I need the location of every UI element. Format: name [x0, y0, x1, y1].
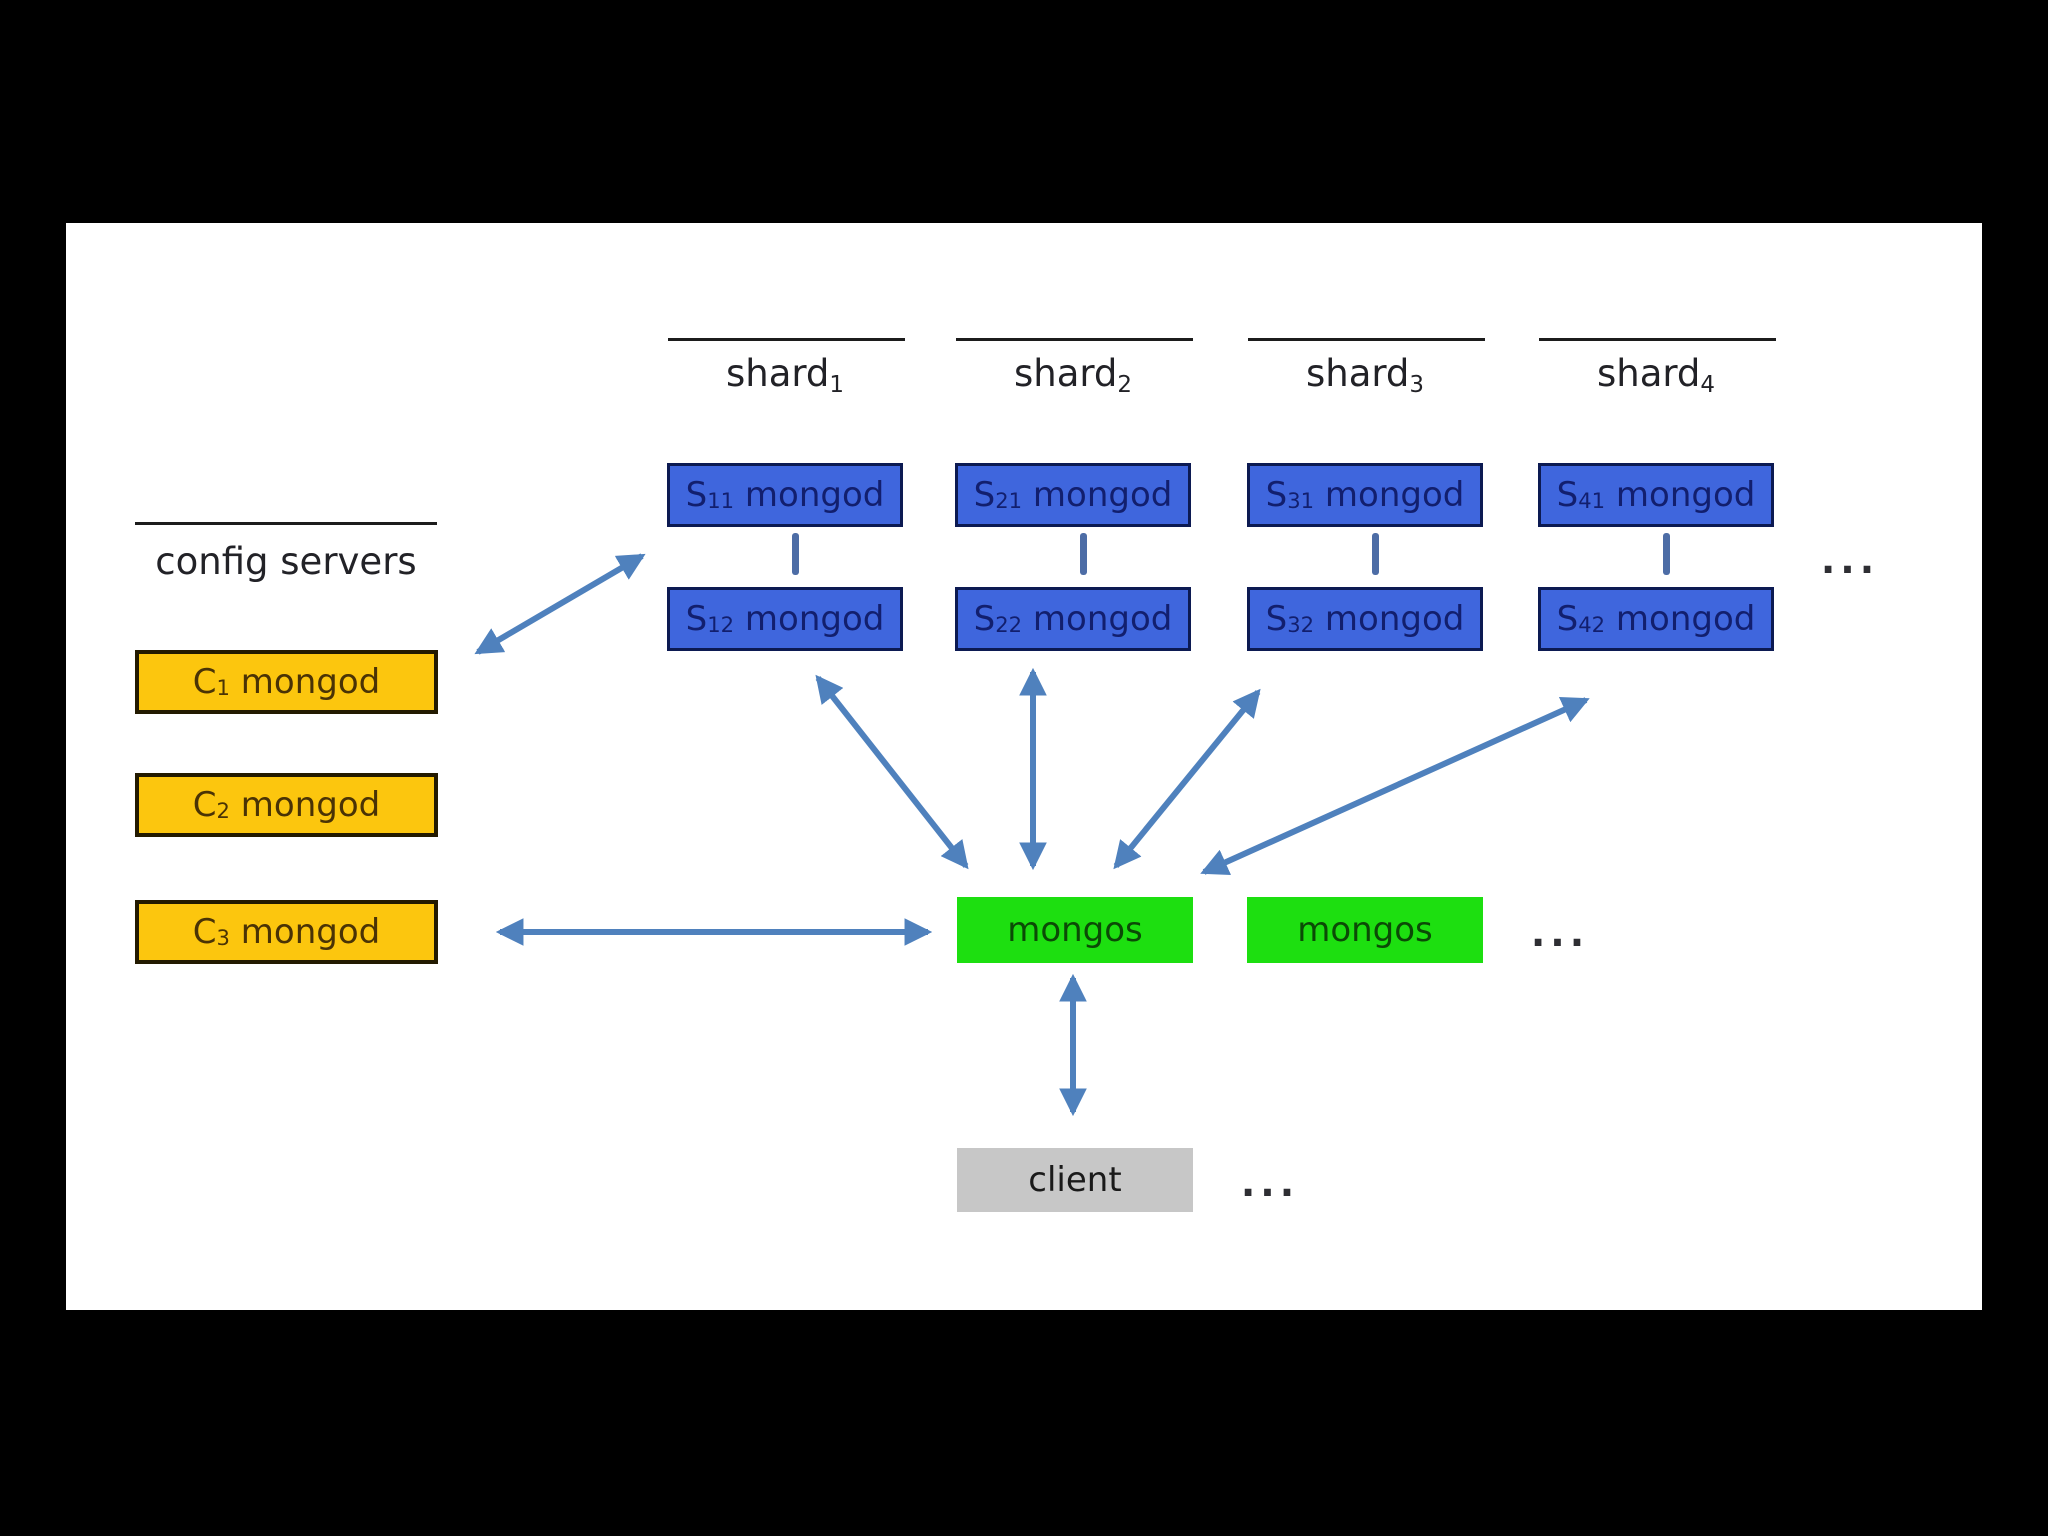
node-label-rest-wrap: mongod: [1314, 475, 1464, 515]
node-label-base: S: [685, 599, 708, 639]
node-label-rest: mongod: [1615, 475, 1756, 515]
node-label-base: C: [192, 785, 217, 825]
node-label-rest: mongod: [240, 662, 381, 702]
node-label-rest-wrap: mongod: [1022, 599, 1172, 639]
shard3-replica-connector: [1372, 533, 1379, 575]
node-label-base: S: [1265, 599, 1288, 639]
node-label-rest: mongod: [1615, 599, 1756, 639]
shard4-replica-connector: [1663, 533, 1670, 575]
node-label-rest: mongod: [240, 912, 381, 952]
ellipsis-shards-more: ...: [1820, 538, 1880, 582]
node-label-base: S: [973, 475, 996, 515]
node-label-rest-wrap: mongod: [1314, 599, 1464, 639]
ellipsis-routers-more: ...: [1530, 911, 1590, 955]
node-label-rest-wrap: mongod: [1605, 475, 1755, 515]
node-label-rest-wrap: mongod: [1605, 599, 1755, 639]
shard-title-base: shard: [725, 352, 830, 395]
shard-title-sub: 3: [1409, 372, 1425, 399]
node-label-base: C: [192, 662, 217, 702]
node-label-rest: mongod: [240, 785, 381, 825]
shard-column-title-shard2: shard2: [955, 352, 1191, 399]
shard1-replica-connector: [792, 533, 799, 575]
node-label-rest: mongod: [1032, 599, 1173, 639]
shard1-overline: [668, 338, 905, 341]
shard-column-title-shard1: shard1: [667, 352, 903, 399]
node-label-base: S: [685, 475, 708, 515]
config-servers-overline: [135, 522, 437, 525]
shard-column-title-shard4: shard4: [1538, 352, 1774, 399]
node-label-rest-wrap: mongod: [230, 662, 380, 702]
node-label-base: S: [1265, 475, 1288, 515]
node-label-rest: mongod: [744, 599, 885, 639]
shard4-overline: [1539, 338, 1776, 341]
mongos-box-2: mongos: [1247, 897, 1483, 963]
node-label-base: S: [1556, 475, 1579, 515]
node-label-base: C: [192, 912, 217, 952]
mongos-box-1: mongos: [957, 897, 1193, 963]
shard-title-sub: 1: [829, 372, 845, 399]
shard3-overline: [1248, 338, 1485, 341]
shard-title-base: shard: [1305, 352, 1410, 395]
node-label-base: S: [1556, 599, 1579, 639]
mongos-label: mongos: [1007, 910, 1143, 950]
node-label-rest-wrap: mongod: [734, 599, 884, 639]
shard-column-title-shard3: shard3: [1247, 352, 1483, 399]
shard2-overline: [956, 338, 1193, 341]
client-box: client: [957, 1148, 1193, 1212]
mongos-label: mongos: [1297, 910, 1433, 950]
config-servers-title: config servers: [155, 540, 417, 583]
shard-title-sub: 4: [1700, 372, 1716, 399]
node-label-rest-wrap: mongod: [1022, 475, 1172, 515]
shard-title-sub: 2: [1117, 372, 1133, 399]
client-label: client: [1028, 1160, 1122, 1200]
shard-title-base: shard: [1596, 352, 1701, 395]
node-label-rest-wrap: mongod: [230, 912, 380, 952]
shard2-replica-connector: [1080, 533, 1087, 575]
node-label-rest-wrap: mongod: [230, 785, 380, 825]
node-label-base: S: [973, 599, 996, 639]
ellipsis-clients-more: ...: [1240, 1161, 1300, 1205]
node-label-rest: mongod: [1032, 475, 1173, 515]
node-label-rest: mongod: [1324, 599, 1465, 639]
node-label-rest: mongod: [744, 475, 885, 515]
shard-title-base: shard: [1013, 352, 1118, 395]
node-label-rest: mongod: [1324, 475, 1465, 515]
node-label-rest-wrap: mongod: [734, 475, 884, 515]
